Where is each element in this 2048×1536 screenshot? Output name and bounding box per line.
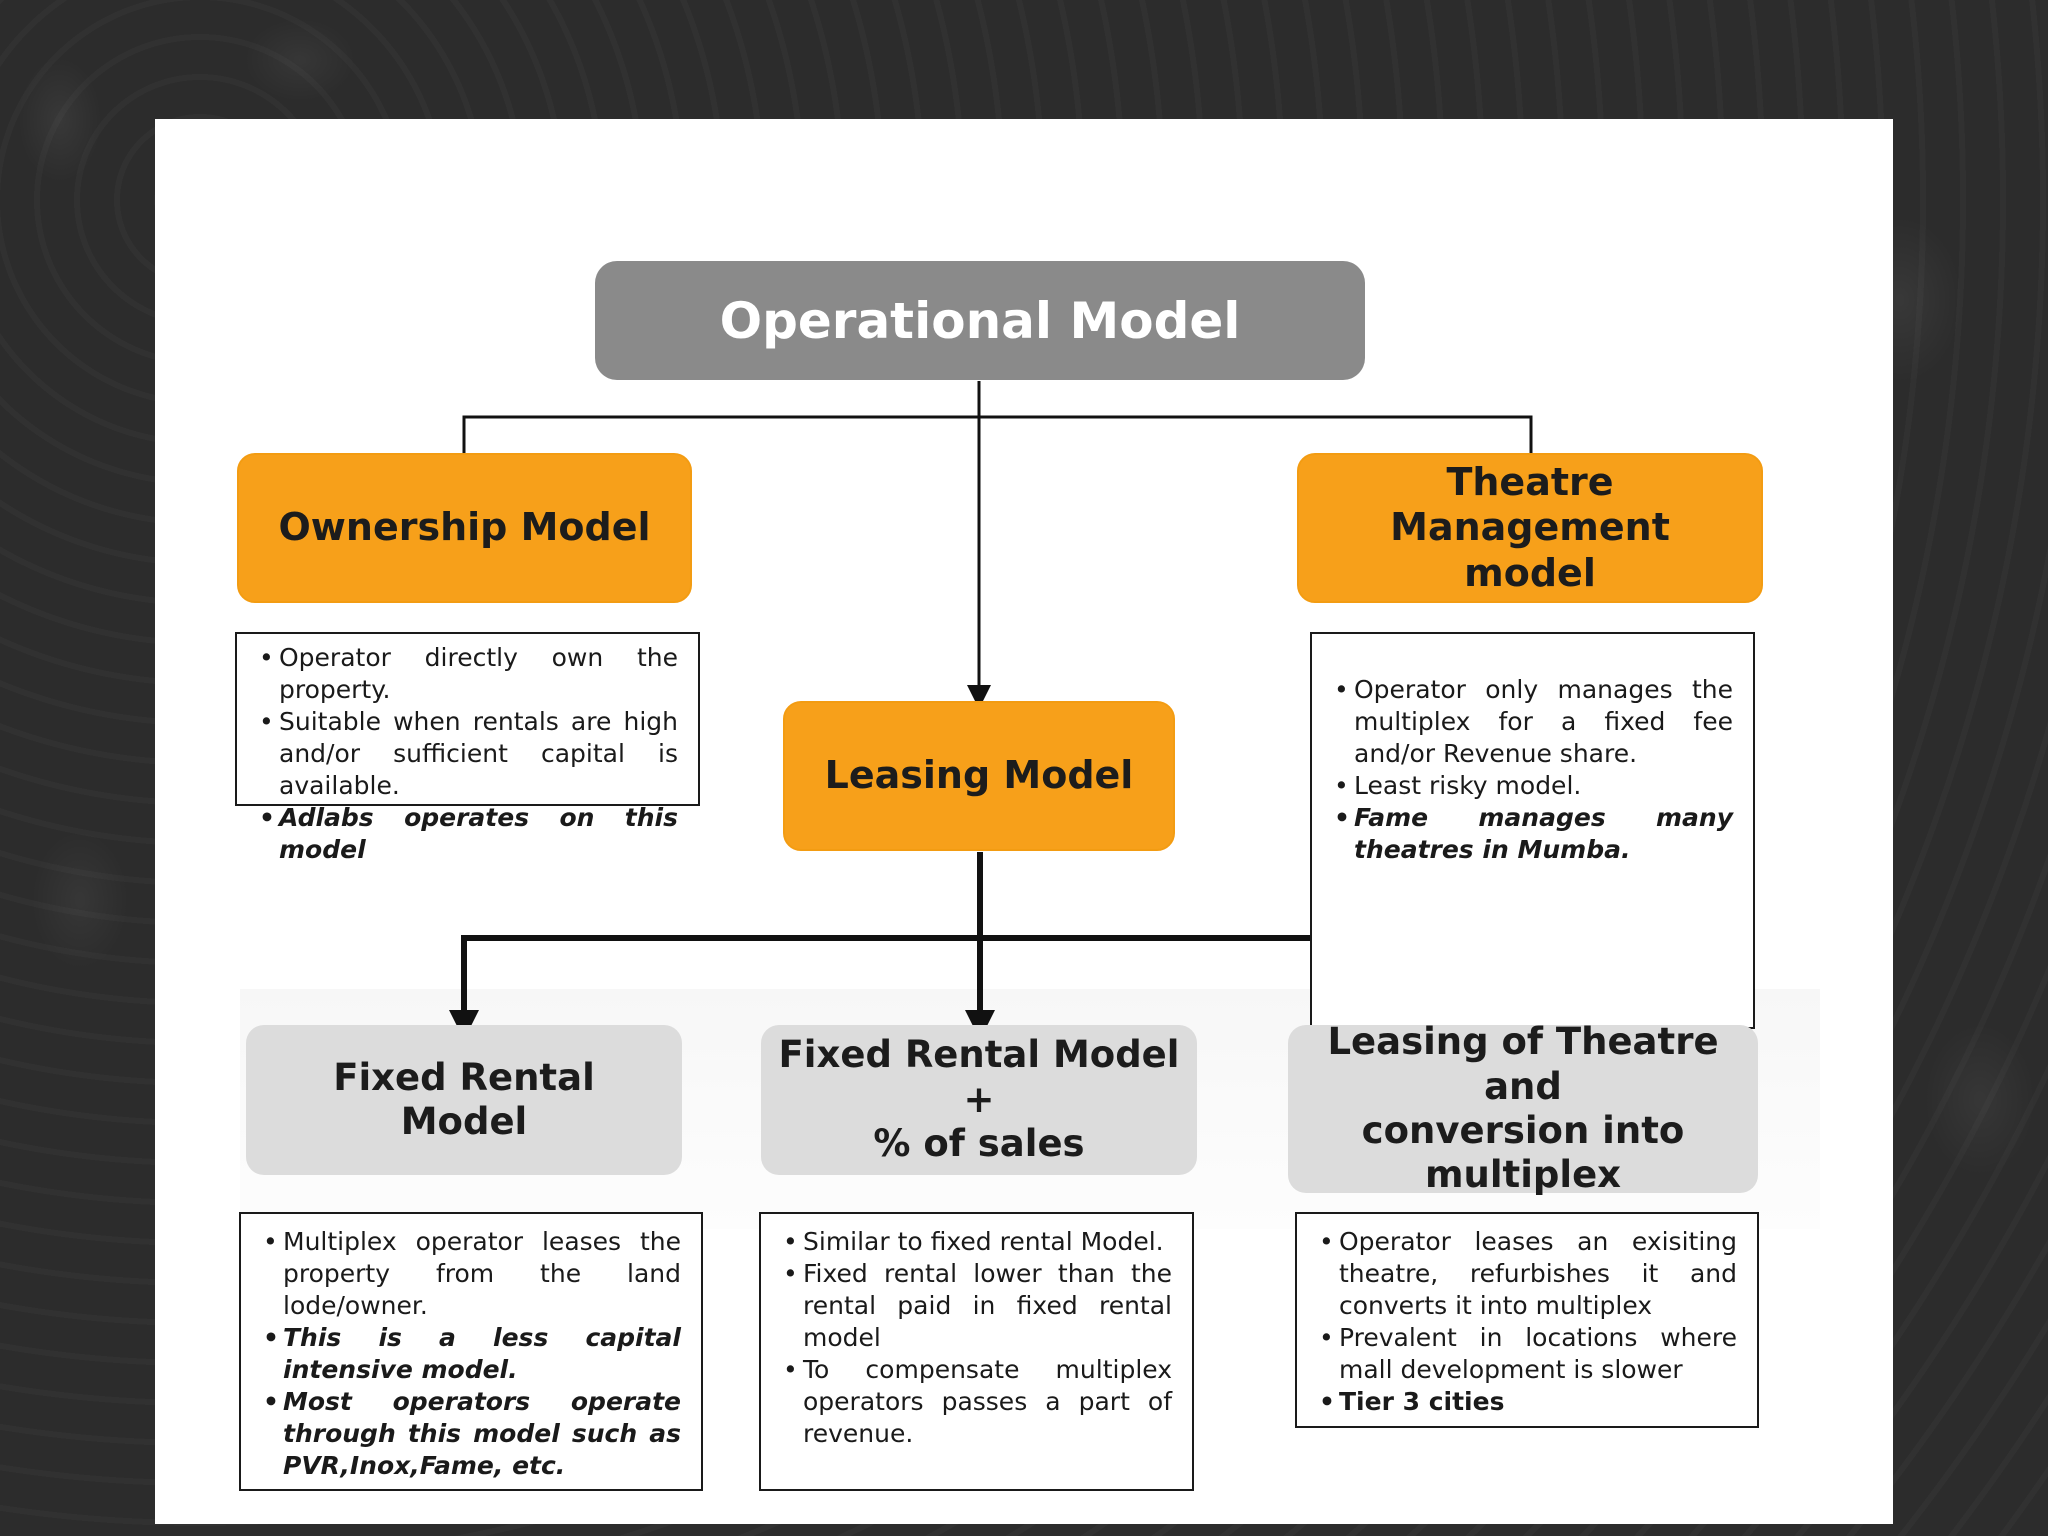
slide: Operational Model Ownership Model Leasin…	[155, 119, 1893, 1524]
note-item: Operator only manages the multiplex for …	[1332, 674, 1733, 770]
note-item: Adlabs operates on this model	[257, 802, 678, 866]
note-item: Most operators operate through this mode…	[261, 1386, 681, 1482]
operational-model-box: Operational Model	[595, 261, 1365, 380]
note-item: Least risky model.	[1332, 770, 1733, 802]
fixed-rental-model-label: Fixed Rental Model	[333, 1055, 595, 1143]
note-item: Multiplex operator leases the property f…	[261, 1226, 681, 1322]
ownership-notes: Operator directly own the property. Suit…	[235, 632, 700, 864]
fixed-rental-sales-notes: Similar to fixed rental Model. Fixed ren…	[759, 1212, 1194, 1491]
theatre-conversion-box: Leasing of Theatre and conversion into m…	[1288, 1020, 1758, 1196]
theatre-management-notes: Operator only manages the multiplex for …	[1310, 632, 1755, 1029]
note-item: Fixed rental lower than the rental paid …	[781, 1258, 1172, 1354]
note-item: Operator directly own the property.	[257, 642, 678, 706]
theatre-management-model-box: Theatre Management model	[1297, 453, 1763, 603]
fixed-rental-notes: Multiplex operator leases the property f…	[239, 1212, 703, 1491]
ownership-model-label: Ownership Model	[278, 505, 651, 550]
note-item: Fame manages many theatres in Mumba.	[1332, 802, 1733, 866]
fixed-rental-sales-box: Fixed Rental Model + % of sales	[761, 1025, 1197, 1175]
leasing-model-box: Leasing Model	[783, 701, 1175, 851]
operational-model-title: Operational Model	[719, 291, 1241, 350]
note-item: Prevalent in locations where mall develo…	[1317, 1322, 1737, 1386]
note-item: This is a less capital intensive model.	[261, 1322, 681, 1386]
note-item: Similar to fixed rental Model.	[781, 1226, 1172, 1258]
note-item: To compensate multiplex operators passes…	[781, 1354, 1172, 1450]
note-item: Operator leases an exisiting theatre, re…	[1317, 1226, 1737, 1322]
fixed-rental-sales-label: Fixed Rental Model + % of sales	[778, 1033, 1180, 1166]
theatre-conversion-notes: Operator leases an exisiting theatre, re…	[1295, 1212, 1759, 1428]
note-item: Tier 3 cities	[1317, 1386, 1737, 1418]
leasing-model-label: Leasing Model	[824, 753, 1134, 798]
theatre-management-model-label: Theatre Management model	[1390, 459, 1670, 595]
fixed-rental-model-box: Fixed Rental Model	[246, 1025, 682, 1175]
theatre-conversion-label: Leasing of Theatre and conversion into m…	[1327, 1020, 1719, 1197]
note-item: Suitable when rentals are high and/or su…	[257, 706, 678, 802]
ownership-model-box: Ownership Model	[237, 453, 692, 603]
